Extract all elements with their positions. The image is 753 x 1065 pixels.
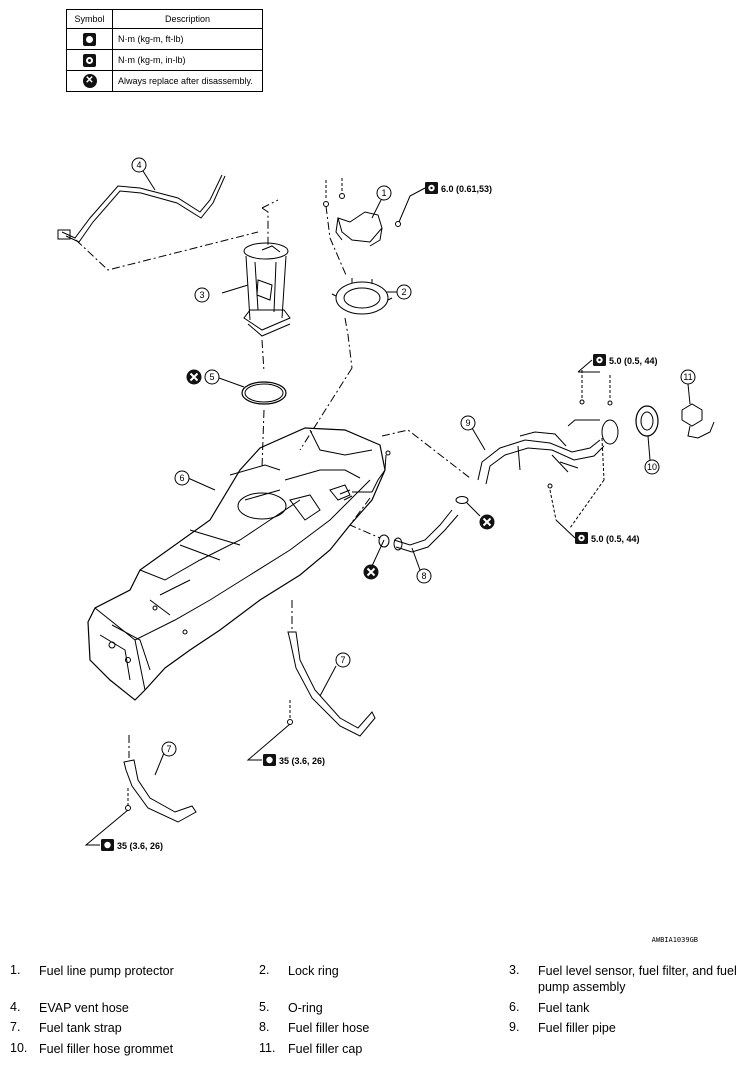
always-replace-icon: ✕ bbox=[82, 74, 97, 88]
legend-number: 3. bbox=[509, 963, 520, 977]
callout-7-lower: 7 bbox=[161, 741, 177, 757]
callout-7-lower-label: 7 bbox=[166, 744, 171, 754]
legend-number: 7. bbox=[10, 1020, 21, 1034]
torque-nm-inlb-icon bbox=[575, 532, 588, 544]
callout-3: 3 bbox=[194, 287, 210, 303]
legend-name: Fuel line pump protector bbox=[39, 964, 174, 978]
callouts: 1 2 3 4 5 6 7 7 8 9 10 11 bbox=[131, 157, 696, 757]
callout-5: 5 bbox=[204, 369, 220, 385]
legend-name: Fuel tank strap bbox=[39, 1021, 122, 1035]
torque-label-filler-upper: 5.0 (0.5, 44) bbox=[593, 354, 658, 366]
header-symbol: Symbol bbox=[66, 9, 113, 29]
fuel-tank-strap-lower-shape bbox=[123, 759, 197, 823]
callout-4-label: 4 bbox=[136, 160, 141, 170]
torque-nm-inlb-icon bbox=[425, 182, 438, 194]
callout-11-label: 11 bbox=[683, 372, 692, 382]
callout-1: 1 bbox=[376, 185, 392, 201]
callout-7-upper: 7 bbox=[335, 652, 351, 668]
legend-number: 6. bbox=[509, 1000, 520, 1014]
legend-number: 8. bbox=[259, 1020, 270, 1034]
callout-6-label: 6 bbox=[179, 473, 184, 483]
torque-nm-ftlb-icon bbox=[83, 32, 96, 46]
torque-label-protector: 6.0 (0.61,53) bbox=[425, 182, 492, 194]
legend-name: Fuel level sensor, fuel filter, and fuel… bbox=[538, 964, 737, 994]
callout-6: 6 bbox=[174, 470, 190, 486]
legend-number: 9. bbox=[509, 1020, 520, 1034]
legend-name: EVAP vent hose bbox=[39, 1001, 129, 1015]
torque-nm-inlb-icon bbox=[593, 354, 606, 366]
callout-11: 11 bbox=[680, 369, 696, 385]
evap-hose-leader bbox=[75, 231, 259, 271]
fuel-filler-pipe-shape bbox=[477, 399, 619, 489]
torque-nm-ftlb-icon bbox=[263, 754, 276, 766]
symbol-table: Symbol Description N·m (kg-m, ft-lb) N·m… bbox=[66, 9, 263, 92]
callout-5-label: 5 bbox=[209, 372, 214, 382]
callout-2-label: 2 bbox=[401, 287, 406, 297]
callout-4: 4 bbox=[131, 157, 147, 173]
callout-1-label: 1 bbox=[381, 188, 386, 198]
evap-vent-hose-shape bbox=[57, 174, 226, 243]
callout-10: 10 bbox=[644, 459, 660, 475]
symbol-description: N·m (kg-m, in-lb) bbox=[112, 49, 263, 71]
symbol-row: N·m (kg-m, ft-lb) bbox=[66, 28, 263, 50]
symbol-row: ✕ Always replace after disassembly. bbox=[66, 70, 263, 92]
torque-value: 35 (3.6, 26) bbox=[117, 841, 163, 851]
legend-number: 4. bbox=[10, 1000, 21, 1014]
callout-9: 9 bbox=[460, 415, 476, 431]
torque-value: 5.0 (0.5, 44) bbox=[609, 356, 658, 366]
torque-label-strap-lower: 35 (3.6, 26) bbox=[101, 839, 163, 851]
legend-name: Fuel filler cap bbox=[288, 1042, 363, 1056]
torque-label-strap-upper: 35 (3.6, 26) bbox=[263, 754, 325, 766]
o-ring-shape bbox=[241, 381, 287, 405]
legend-name: Lock ring bbox=[288, 964, 339, 978]
torque-label-filler-lower: 5.0 (0.5, 44) bbox=[575, 532, 640, 544]
fuel-tank-shape bbox=[87, 427, 386, 701]
figure-code: AWBIA1039GB bbox=[652, 936, 698, 944]
symbol-table-header: Symbol Description bbox=[66, 9, 263, 29]
legend-number: 2. bbox=[259, 963, 270, 977]
symbol-description: Always replace after disassembly. bbox=[112, 70, 263, 92]
legend-number: 1. bbox=[10, 963, 21, 977]
callout-2: 2 bbox=[396, 284, 412, 300]
torque-nm-inlb-icon bbox=[83, 53, 96, 67]
legend-name: Fuel filler hose grommet bbox=[39, 1042, 174, 1056]
filler-hose-grommet-shape bbox=[635, 405, 659, 437]
torque-nm-ftlb-icon bbox=[101, 839, 114, 851]
callout-7-upper-label: 7 bbox=[340, 655, 345, 665]
callout-8: 8 bbox=[416, 568, 432, 584]
legend-name: Fuel filler pipe bbox=[538, 1021, 616, 1035]
legend-number: 10. bbox=[10, 1041, 28, 1055]
always-replace-icon bbox=[185, 368, 203, 386]
callout-3-label: 3 bbox=[199, 290, 204, 300]
symbol-description: N·m (kg-m, ft-lb) bbox=[112, 28, 263, 50]
callout-8-label: 8 bbox=[421, 571, 426, 581]
legend-name: Fuel filler hose bbox=[288, 1021, 370, 1035]
torque-value: 35 (3.6, 26) bbox=[279, 756, 325, 766]
fuel-pump-assembly-shape bbox=[243, 242, 291, 337]
legend-number: 11. bbox=[259, 1041, 276, 1055]
fuel-tank-exploded-diagram: 1 2 3 4 5 6 7 7 8 9 10 11 6.0 (0.61,53) … bbox=[57, 157, 715, 944]
fuel-filler-hose-shape bbox=[378, 496, 469, 553]
callout-9-label: 9 bbox=[465, 418, 470, 428]
fuel-tank-strap-upper-shape bbox=[287, 631, 376, 737]
lock-ring-shape bbox=[331, 278, 393, 315]
torque-value: 6.0 (0.61,53) bbox=[441, 184, 492, 194]
always-replace-icon bbox=[362, 563, 380, 581]
fuel-line-pump-protector-shape bbox=[323, 193, 401, 247]
always-replace-icon bbox=[478, 513, 496, 531]
legend-number: 5. bbox=[259, 1000, 270, 1014]
callout-10-label: 10 bbox=[647, 462, 657, 472]
legend-name: O-ring bbox=[288, 1001, 323, 1015]
fuel-filler-cap-shape bbox=[681, 403, 715, 439]
symbol-row: N·m (kg-m, in-lb) bbox=[66, 49, 263, 71]
legend-name: Fuel tank bbox=[538, 1001, 590, 1015]
pump-leader-top bbox=[261, 207, 269, 246]
torque-value: 5.0 (0.5, 44) bbox=[591, 534, 640, 544]
header-description: Description bbox=[112, 9, 263, 29]
